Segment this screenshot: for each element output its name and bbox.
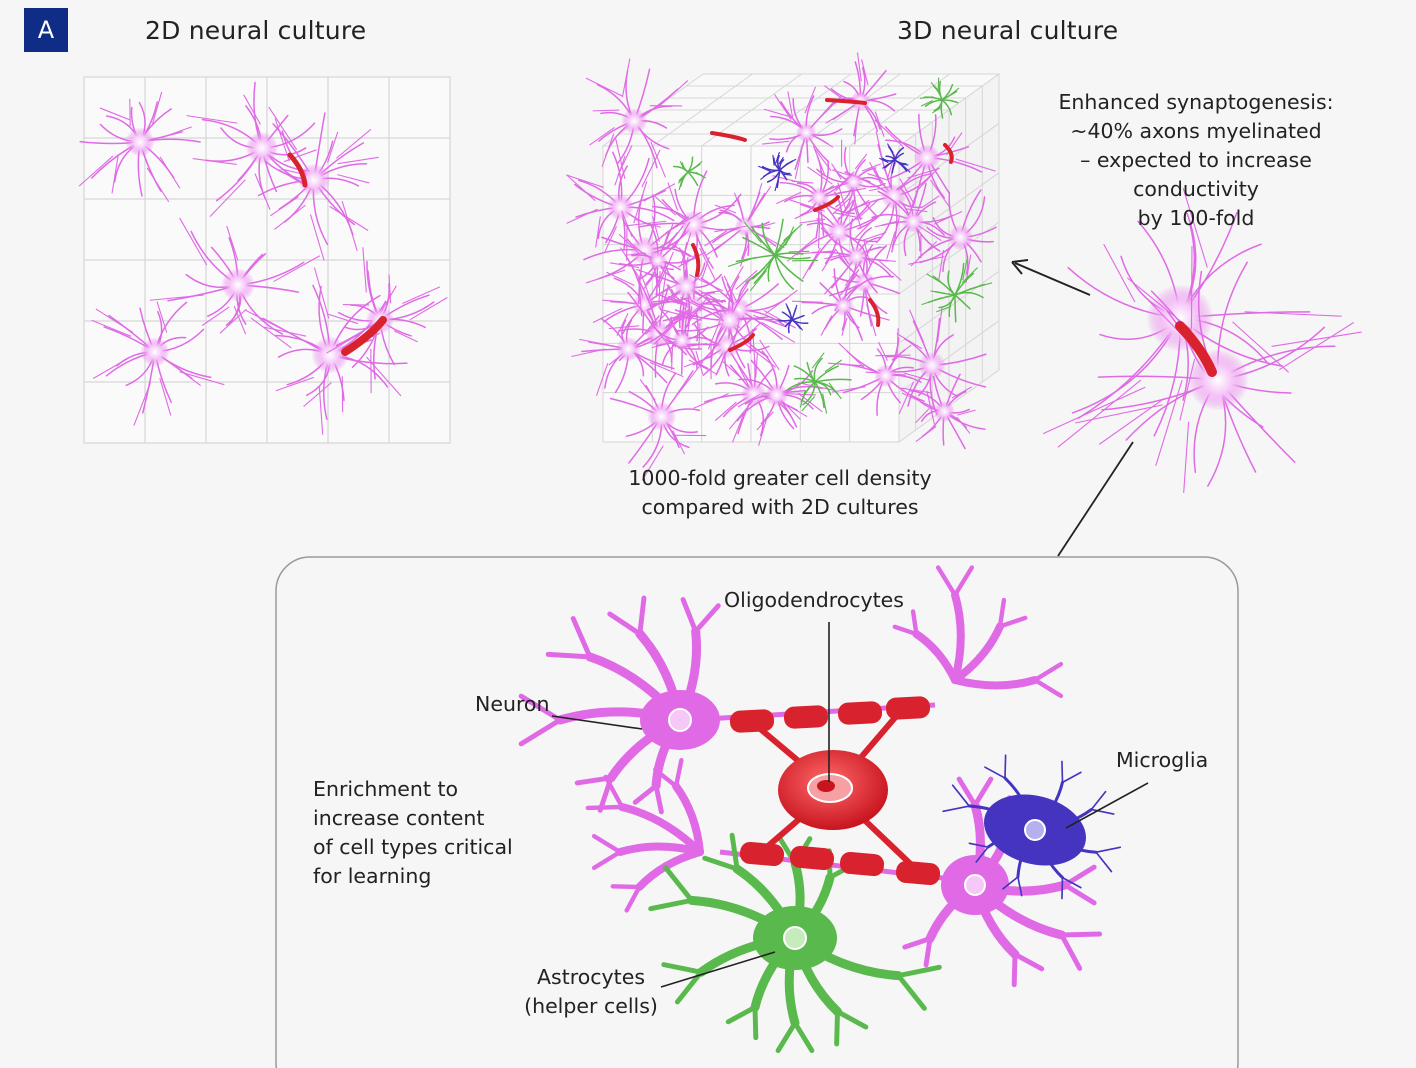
cell-3d-microglia-3 bbox=[777, 303, 809, 334]
culture-2d-neurons bbox=[78, 81, 448, 435]
cell-3d-astrocyte-1 bbox=[727, 218, 819, 292]
label-microglia: Microglia bbox=[1116, 748, 1209, 772]
cell-3d-neuron-21 bbox=[772, 145, 867, 249]
cell-3d-myelin-3 bbox=[691, 243, 701, 277]
cell-3d-astrocyte-2 bbox=[921, 256, 993, 323]
inset-myelin-sheaths bbox=[729, 696, 941, 886]
cell-3d-myelin-4 bbox=[813, 195, 840, 212]
myelin-2d-1 bbox=[287, 152, 308, 188]
synaptogenesis-line-4: conductivity bbox=[1133, 177, 1259, 201]
title-3d-culture: 3D neural culture bbox=[897, 16, 1119, 45]
cell-3d-neuron-26 bbox=[828, 328, 934, 416]
cell-3d-neuron-8 bbox=[571, 310, 684, 396]
synaptogenesis-line-5: by 100-fold bbox=[1137, 206, 1255, 230]
inset-neuron-lower-left bbox=[585, 757, 704, 913]
inset-oligodendrocyte bbox=[750, 704, 923, 876]
cell-3d-neuron-15 bbox=[900, 373, 986, 450]
cell-3d-neuron-30 bbox=[791, 260, 890, 341]
callout-neuron-upper bbox=[1042, 187, 1342, 467]
neuron-2d-5 bbox=[91, 301, 225, 426]
synaptogenesis-line-3: – expected to increase bbox=[1080, 148, 1312, 172]
label-oligodendrocytes: Oligodendrocytes bbox=[724, 588, 904, 612]
cell-3d-neuron-20 bbox=[871, 178, 963, 260]
callout-neuron-lower bbox=[1075, 245, 1362, 493]
myelin-2d-2 bbox=[341, 316, 387, 356]
enrichment-note: Enrichment to increase content of cell t… bbox=[313, 775, 553, 891]
enrichment-line-2: increase content bbox=[313, 806, 485, 830]
cell-3d-microglia-1 bbox=[758, 151, 797, 192]
cell-3d-neuron-1 bbox=[865, 306, 987, 427]
cell-3d-neuron-32 bbox=[609, 216, 707, 294]
cell-3d-myelin-5 bbox=[943, 143, 954, 164]
culture-3d-cube bbox=[601, 73, 1001, 443]
cell-3d-myelin-6 bbox=[868, 298, 881, 327]
synaptogenesis-note: Enhanced synaptogenesis: ~40% axons myel… bbox=[1010, 88, 1382, 233]
cell-3d-neuron-25 bbox=[661, 265, 787, 380]
cell-3d-neuron-33 bbox=[762, 86, 843, 180]
synaptogenesis-line-1: Enhanced synaptogenesis: bbox=[1058, 90, 1334, 114]
inset-connector-line bbox=[1057, 441, 1134, 557]
cell-3d-neuron-31 bbox=[635, 232, 727, 337]
enrichment-line-3: of cell types critical bbox=[313, 835, 513, 859]
enrichment-line-1: Enrichment to bbox=[313, 777, 459, 801]
cell-3d-myelin-1 bbox=[710, 131, 747, 142]
label-astrocytes-line-1: Astrocytes bbox=[537, 965, 645, 989]
callout-arrow-line bbox=[1014, 262, 1091, 296]
cell-3d-neuron-12 bbox=[874, 113, 996, 220]
density-line-2: compared with 2D cultures bbox=[641, 495, 919, 519]
label-neuron: Neuron bbox=[475, 692, 550, 716]
cell-types-illustration bbox=[518, 565, 1122, 1054]
cell-3d-astrocyte-3 bbox=[786, 352, 852, 414]
cell-3d-neuron-24 bbox=[786, 182, 880, 280]
neuron-2d-4 bbox=[149, 217, 321, 349]
neuron-2d-1 bbox=[78, 91, 201, 203]
density-note: 1000-fold greater cell density compared … bbox=[600, 464, 960, 522]
density-line-1: 1000-fold greater cell density bbox=[628, 466, 932, 490]
label-leader-lines bbox=[551, 622, 1149, 988]
cell-3d-myelin-7 bbox=[728, 333, 755, 352]
cell-3d-neuron-2 bbox=[704, 183, 785, 267]
callout-arrow-head bbox=[1011, 259, 1029, 275]
culture-3d-cells bbox=[566, 52, 997, 481]
enrichment-line-4: for learning bbox=[313, 864, 432, 888]
synaptogenesis-line-2: ~40% axons myelinated bbox=[1070, 119, 1322, 143]
cell-3d-neuron-29 bbox=[908, 189, 997, 284]
cell-3d-microglia-2 bbox=[879, 143, 911, 174]
title-2d-culture: 2D neural culture bbox=[145, 16, 367, 45]
cell-3d-neuron-17 bbox=[609, 361, 707, 481]
inset-microglia bbox=[942, 754, 1122, 900]
neuron-2d-6 bbox=[245, 267, 408, 435]
myelinated-neuron-pair-callout bbox=[1042, 187, 1362, 493]
label-astrocytes: Astrocytes (helper cells) bbox=[523, 963, 659, 1021]
callout-myelin-segment bbox=[1175, 321, 1217, 377]
cell-3d-astrocyte-5 bbox=[672, 156, 706, 191]
cell-3d-astrocyte-4 bbox=[919, 77, 960, 119]
panel-label-badge: A bbox=[24, 8, 68, 52]
inset-neuron-upper-right bbox=[892, 565, 1064, 699]
inset-neuron-right bbox=[902, 776, 1103, 988]
neuron-2d-3 bbox=[257, 106, 379, 261]
cell-3d-neuron-28 bbox=[585, 58, 689, 178]
label-astrocytes-line-2: (helper cells) bbox=[524, 994, 658, 1018]
cell-3d-myelin-2 bbox=[825, 98, 867, 105]
